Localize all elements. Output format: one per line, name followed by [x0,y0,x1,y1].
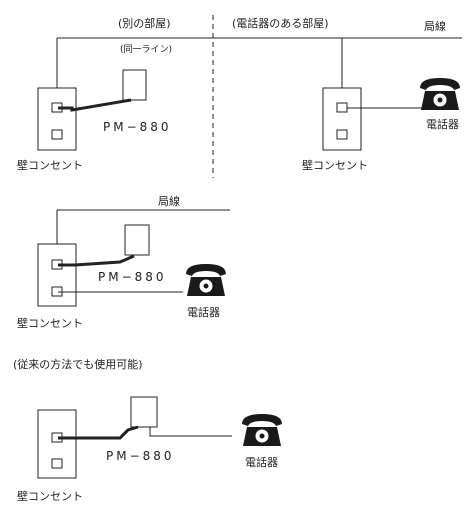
telephone-icon [186,264,226,296]
phone-cord-3 [149,427,232,437]
pm880-unit-2 [124,224,150,256]
label-model-1: PM−880 [103,120,172,134]
pm880-cable-3 [58,425,139,440]
outlet-2-jack-bottom [336,129,348,140]
wall-outlet-3 [37,243,77,307]
outlet-1-jack-bottom [51,129,63,140]
label-telephone-1: 電話器 [426,117,459,131]
label-same-line: (同一ライン) [120,44,172,55]
outlet-4-jack-bottom [51,458,63,469]
label-wall-outlet-3: 壁コンセント [17,316,83,330]
label-other-room: (別の部屋) [118,16,171,30]
label-wall-outlet-1: 壁コンセント [17,158,83,172]
wall-outlet-2 [322,87,362,151]
pm880-unit-3 [130,396,158,428]
label-outside-line-1: 局線 [424,19,446,33]
label-telephone-3: 電話器 [245,455,278,469]
label-phone-room: (電話器のある部屋) [232,16,329,30]
telephone-icon [420,78,460,110]
label-outside-line-2: 局線 [158,194,180,208]
telephone-icon [242,414,282,446]
outlet-2-jack-top [336,102,348,113]
pm880-cable-1 [58,98,132,112]
label-conventional-method: (従来の方法でも使用可能) [13,357,143,371]
wall-outlet-1 [37,87,77,151]
pm880-cable-2 [58,254,135,267]
label-model-2: PM−880 [98,270,167,284]
label-wall-outlet-2: 壁コンセント [302,158,368,172]
label-wall-outlet-4: 壁コンセント [17,489,83,503]
pm880-unit-1 [122,69,147,101]
label-telephone-2: 電話器 [187,305,220,319]
label-model-3: PM−880 [106,449,175,463]
